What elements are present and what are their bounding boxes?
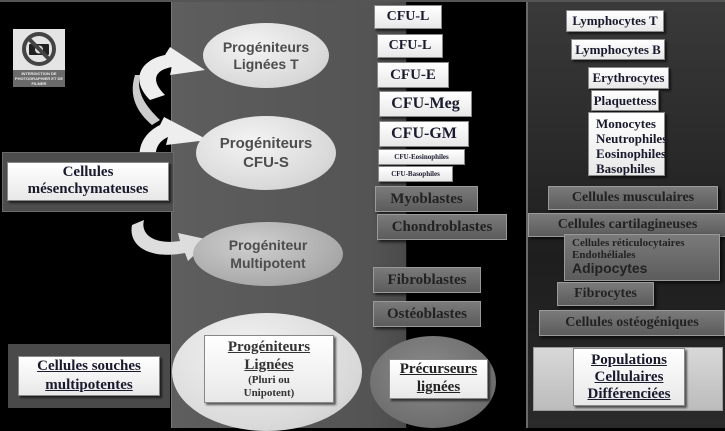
- multipotent-label-line2: multipotentes: [45, 377, 133, 393]
- lineage-sub-line1: (Pluri ou: [248, 374, 290, 386]
- no-photography-icon: [13, 29, 65, 70]
- precursor-lineage-label: Précurseurs lignées: [389, 359, 488, 399]
- reticulo-endothelial-adipocytes: Cellules réticulocytaires Endothéliales …: [564, 234, 720, 281]
- cfu-item: CFU-Basophiles: [378, 166, 453, 182]
- no-photography-text: INTERDICTION DE PHOTOGRAPHIER ET DE FILM…: [13, 70, 65, 87]
- precursor-line1: Précurseurs: [399, 361, 478, 377]
- lymphocytes-b: Lymphocytes B: [571, 39, 665, 60]
- osteogenic-cells: Cellules ostéogéniques: [539, 310, 725, 336]
- cfu-item: CFU-L: [374, 5, 442, 29]
- lineage-sub-line2: Unipotent): [243, 387, 295, 399]
- blast-item: Fibroblastes: [373, 267, 481, 293]
- precursor-line2: lignées: [416, 379, 461, 395]
- progenitor-t-line2: Lignées T: [233, 55, 299, 72]
- lymphocytes-t: Lymphocytes T: [566, 10, 664, 32]
- no-photography-sign: INTERDICTION DE PHOTOGRAPHIER ET DE FILM…: [13, 29, 65, 87]
- endothelial-cells: Endothéliales: [572, 249, 636, 261]
- cfu-item: CFU-Eosinophiles: [378, 149, 465, 165]
- curved-arrow-icon: [132, 47, 205, 125]
- myeloid-item: Basophiles: [596, 161, 656, 176]
- mesenchymal-cells-label: Cellules mésenchymateuses: [7, 162, 169, 201]
- cfu-item: CFU-GM: [379, 121, 469, 147]
- adipocytes: Adipocytes: [572, 260, 648, 276]
- top-border: [0, 0, 725, 2]
- progenitor-t-line1: Progéniteurs: [222, 38, 310, 55]
- muscle-cells: Cellules musculaires: [548, 186, 718, 210]
- progenitor-cfus-line2: CFU-S: [243, 154, 289, 171]
- multipotent-label-line1: Cellules souches: [37, 358, 141, 374]
- reticulo-cells: Cellules réticulocytaires: [572, 237, 685, 249]
- blast-item: Chondroblastes: [377, 214, 507, 240]
- cfu-item: CFU-L: [377, 34, 443, 58]
- progenitor-multi-line2: Multipotent: [230, 255, 306, 271]
- fibrocytes: Fibrocytes: [557, 282, 654, 306]
- differentiated-populations-label: Populations Cellulaires Différenciées: [573, 348, 685, 406]
- myeloid-cells-list: Monocytes Neutrophiles Eosinophiles Baso…: [588, 112, 668, 176]
- lineage-title-line2: Lignées: [244, 357, 294, 373]
- blast-item: Ostéoblastes: [373, 301, 481, 327]
- populations-line3: Différenciées: [587, 386, 671, 402]
- cfu-item: CFU-E: [377, 62, 449, 88]
- erythrocytes: Erythrocytes: [588, 67, 669, 89]
- plaquettes: Plaquettess: [591, 90, 659, 111]
- myeloid-item: Eosinophiles: [596, 146, 667, 161]
- multipotent-stem-cells-label: Cellules souches multipotentes: [18, 356, 160, 396]
- curved-arrow-icon: [131, 220, 210, 261]
- progenitor-cfus-line1: Progéniteurs: [219, 135, 313, 152]
- myeloid-item: Monocytes: [596, 116, 656, 131]
- progenitor-multi-line1: Progéniteur: [228, 237, 308, 253]
- myeloid-item: Neutrophiles: [596, 131, 668, 146]
- populations-line1: Populations: [591, 352, 667, 368]
- lineage-title-line1: Progéniteurs: [227, 339, 311, 355]
- blast-item: Myoblastes: [375, 186, 478, 212]
- populations-line2: Cellulaires: [594, 369, 664, 385]
- cfu-item: CFU-Meg: [379, 91, 472, 117]
